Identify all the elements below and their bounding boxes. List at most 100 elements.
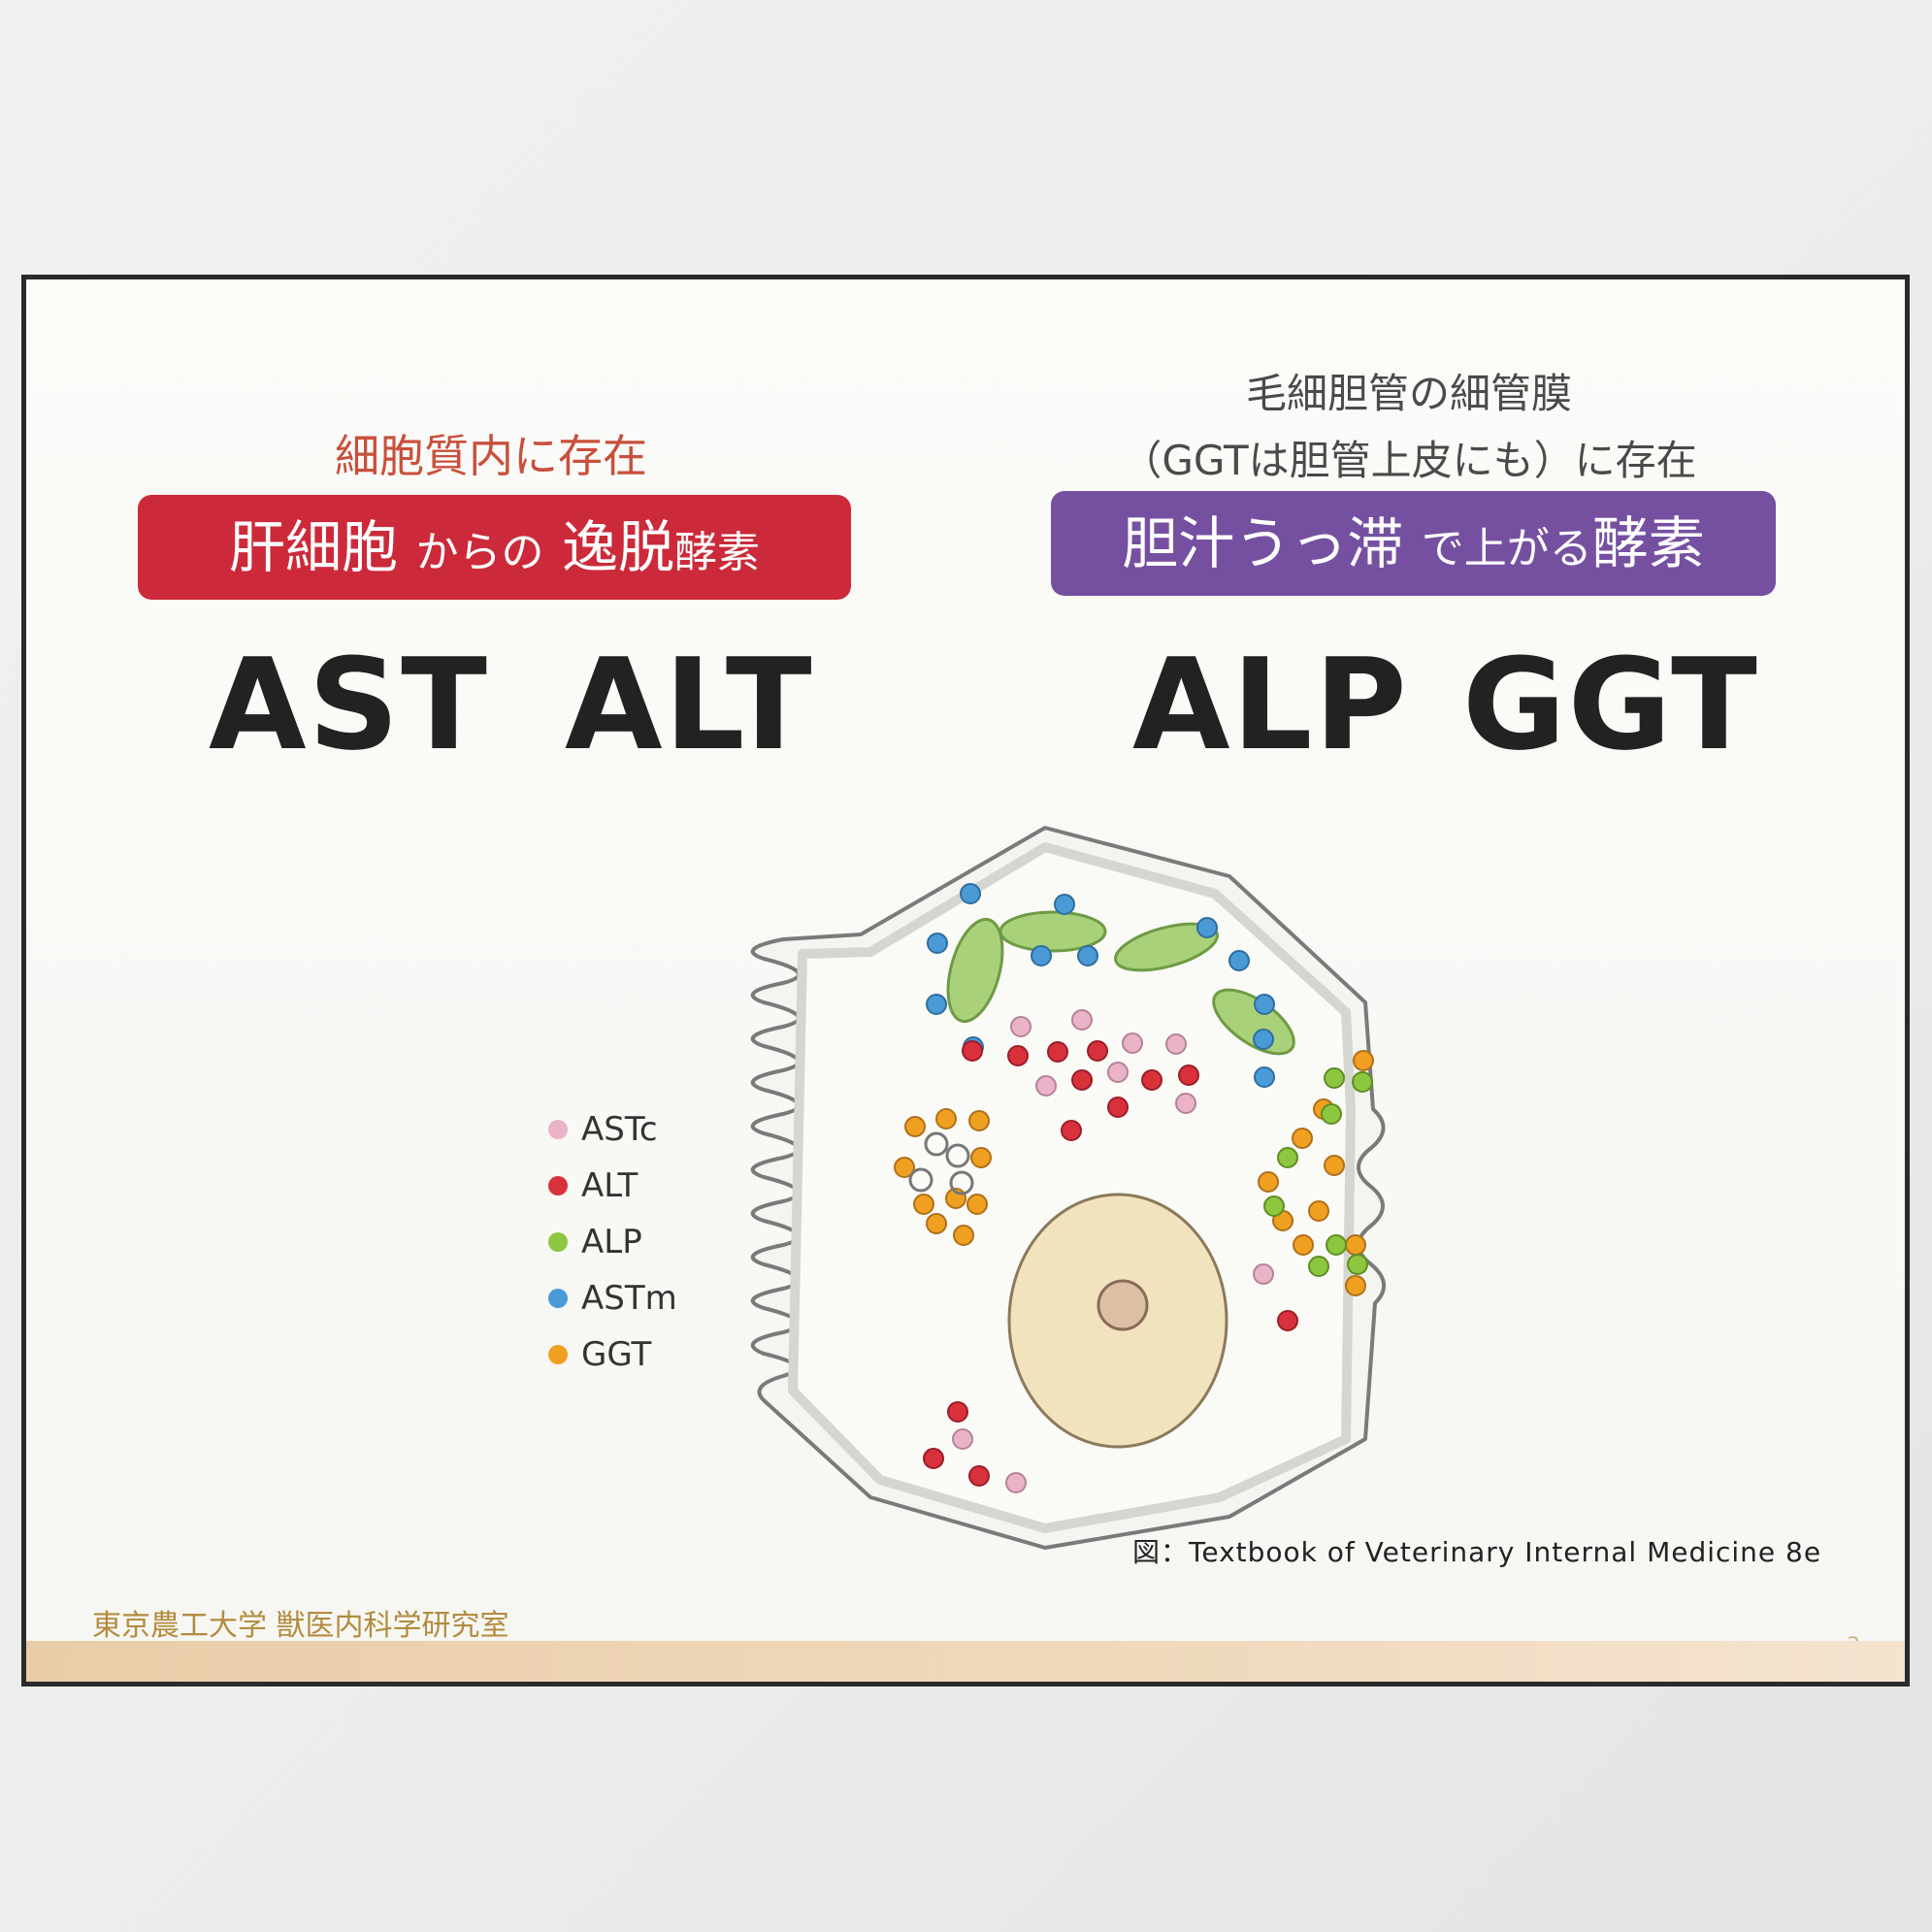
astm-dot [960,883,981,904]
legend-label: ASTc [581,1110,658,1149]
alp-dot [1352,1071,1373,1093]
astm-dot [927,933,948,954]
legend-label: ALT [581,1166,639,1205]
mitochondrion [1114,922,1219,972]
vesicle [949,1170,974,1195]
astc-dot [1122,1032,1143,1054]
astm-dot [926,994,947,1015]
right-banner: 胆汁うっ滞 で上がる酵素 [1051,491,1776,596]
alp-dot [1321,1103,1342,1125]
astc-dot [1253,1263,1274,1285]
right-banner-main-2: 酵素 [1591,510,1705,576]
legend-dot [548,1120,568,1139]
enzyme-alp: ALP [1132,631,1409,778]
ggt-dot [966,1194,988,1215]
ggt-dot [935,1108,957,1130]
ggt-dot [1353,1050,1374,1071]
legend-dot [548,1289,568,1308]
alp-dot [1308,1256,1329,1277]
left-banner-small-2: 酵素 [673,528,760,577]
alt-dot [1007,1045,1029,1066]
ggt-dot [926,1213,947,1234]
hepatocyte-illustration [750,826,1386,1550]
enzyme-ast: AST [209,631,489,778]
astc-dot [1035,1075,1057,1097]
legend-label: ASTm [581,1279,677,1318]
right-banner-small-1: で上がる [1421,524,1592,573]
right-banner-main-1: 胆汁うっ滞 [1122,510,1404,576]
right-location-note: 毛細胆管の細管膜 （GGTは胆管上皮にも）に存在 [1045,361,1773,487]
ggt-dot [1345,1275,1366,1296]
alp-dot [1326,1234,1347,1256]
astc-dot [1175,1093,1196,1114]
ggt-dot [953,1225,974,1246]
ggt-dot [1324,1155,1345,1176]
ggt-dot [913,1194,934,1215]
alp-dot [1263,1195,1285,1217]
left-banner-small-1: からの [415,528,544,577]
astc-dot [1107,1062,1129,1083]
enzyme-ggt: GGT [1462,631,1759,778]
mitochondrion [999,910,1107,953]
astc-dots [952,1009,1274,1493]
alp-dot [1324,1067,1345,1089]
legend-item: GGT [548,1335,651,1374]
ggt-dot [904,1116,926,1137]
legend-item: ASTc [548,1110,658,1149]
alt-dot [923,1448,944,1469]
legend-item: ALP [548,1223,642,1261]
astm-dot [1253,1029,1274,1050]
astm-dot [1254,1066,1275,1088]
alt-dot [1277,1310,1298,1331]
alt-dot [947,1401,968,1423]
alt-dot [1047,1041,1068,1063]
legend-dot [548,1176,568,1195]
legend-dot [548,1232,568,1252]
astc-dot [1010,1016,1031,1037]
vesicle [945,1143,970,1168]
alt-dot [968,1465,990,1487]
alt-dot [1178,1064,1199,1086]
astc-dot [1005,1472,1027,1493]
astm-dot [1054,894,1075,915]
alt-dot [1061,1120,1082,1141]
alp-dots [1263,1067,1373,1277]
ggt-dot [1308,1200,1329,1222]
footer-bar [26,1641,1905,1682]
astm-dot [1254,994,1275,1015]
footer-institution: 東京農工大学 獣医内科学研究室 [92,1609,509,1643]
ggt-dot [894,1157,915,1178]
alt-dot [962,1040,983,1062]
astm-dot [1196,917,1218,938]
ggt-dot [1345,1234,1366,1256]
left-banner: 肝細胞 からの 逸脱酵素 [138,495,851,600]
alt-dot [1107,1097,1129,1118]
left-location-note: 細胞質内に存在 [335,430,647,482]
ggt-dot [968,1110,990,1131]
astm-dot [1077,945,1098,966]
astc-dot [1165,1033,1187,1055]
ggt-dot [1293,1234,1314,1256]
ggt-dot [1258,1171,1279,1193]
astc-dot [1071,1009,1093,1031]
enzyme-alt: ALT [565,631,814,778]
astm-dots [926,883,1275,1088]
nucleolus [1097,1279,1149,1331]
vesicles [908,1131,974,1195]
astm-dot [1228,950,1250,971]
vesicle [924,1131,949,1157]
right-note-line-1: 毛細胆管の細管膜 [1245,370,1572,417]
legend-item: ALT [548,1166,638,1205]
alp-dot [1277,1147,1298,1168]
legend-label: ALP [581,1223,642,1261]
alt-dot [1071,1069,1093,1091]
legend-dot [548,1345,568,1364]
alt-dot [1087,1040,1108,1062]
legend-label: GGT [581,1335,652,1374]
slide: 細胞質内に存在 肝細胞 からの 逸脱酵素 毛細胆管の細管膜 （GGTは胆管上皮に… [21,275,1910,1686]
astm-dot [1031,945,1052,966]
left-banner-main-2: 逸脱 [561,514,674,580]
figure-caption: 図：Textbook of Veterinary Internal Medici… [1132,1536,1822,1568]
astc-dot [952,1428,973,1450]
